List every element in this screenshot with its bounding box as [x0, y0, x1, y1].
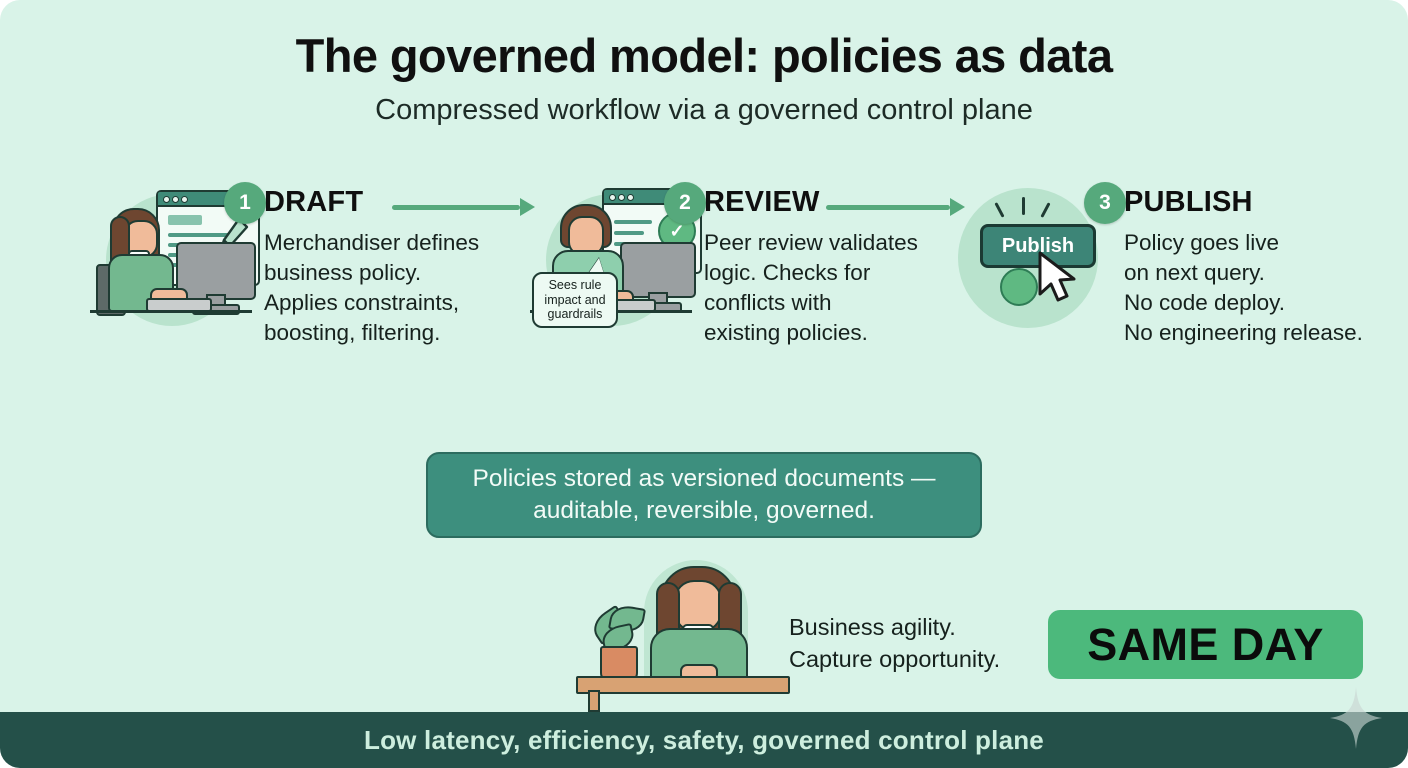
publish-button-label: Publish — [1001, 234, 1075, 257]
header: The governed model: policies as data Com… — [0, 30, 1408, 127]
publish-body: PUBLISH Policy goes live on next query. … — [1124, 182, 1384, 348]
step-2-badge: 2 — [664, 182, 706, 224]
step-1-title: DRAFT — [264, 185, 364, 218]
step-3-description: Policy goes live on next query. No code … — [1124, 230, 1363, 345]
step-publish: Publish 3 PUBLISH Policy goes live on ne… — [952, 176, 1372, 366]
bottom-message: Business agility. Capture opportunity. — [789, 614, 1001, 672]
versioned-documents-banner: Policies stored as versioned documents —… — [426, 452, 982, 538]
step-draft: 1 DRAFT Merchandiser defines business po… — [84, 176, 504, 366]
page-title: The governed model: policies as data — [295, 29, 1113, 82]
step-1-description: Merchandiser defines business policy. Ap… — [264, 230, 480, 345]
step-3-badge-number: 3 — [1099, 191, 1111, 214]
same-day-badge: SAME DAY — [1048, 610, 1363, 679]
publish-illustration: Publish — [952, 180, 1120, 332]
mouse-cursor-icon — [1038, 251, 1076, 302]
step-review: ✓ Sees rule impact and guardrails 2 REVI… — [524, 176, 944, 366]
step-1-badge: 1 — [224, 182, 266, 224]
step-2-description: Peer review validates logic. Checks for … — [704, 230, 918, 345]
page-subtitle: Compressed workflow via a governed contr… — [375, 93, 1033, 126]
workflow-steps: 1 DRAFT Merchandiser defines business po… — [0, 176, 1408, 366]
sparkle-icon — [1330, 687, 1382, 749]
publish-button[interactable]: Publish — [980, 224, 1096, 268]
step-2-title: REVIEW — [704, 185, 820, 218]
footer-text: Low latency, efficiency, safety, governe… — [364, 724, 1044, 755]
footer-bar: Low latency, efficiency, safety, governe… — [0, 712, 1408, 768]
publish-check-icon — [1000, 268, 1038, 306]
draft-body: DRAFT Merchandiser defines business poli… — [264, 182, 504, 348]
review-illustration: ✓ Sees rule impact and guardrails — [524, 180, 702, 332]
same-day-label: SAME DAY — [1087, 618, 1324, 670]
review-body: REVIEW Peer review validates logic. Chec… — [704, 182, 944, 348]
arrow-draft-to-review — [392, 196, 536, 218]
step-2-badge-number: 2 — [679, 191, 691, 214]
step-3-badge: 3 — [1084, 182, 1126, 224]
review-callout: Sees rule impact and guardrails — [532, 272, 618, 328]
bottom-illustration — [576, 556, 790, 712]
step-3-title: PUBLISH — [1124, 185, 1253, 218]
arrow-review-to-publish — [826, 196, 966, 218]
step-1-badge-number: 1 — [239, 191, 251, 214]
